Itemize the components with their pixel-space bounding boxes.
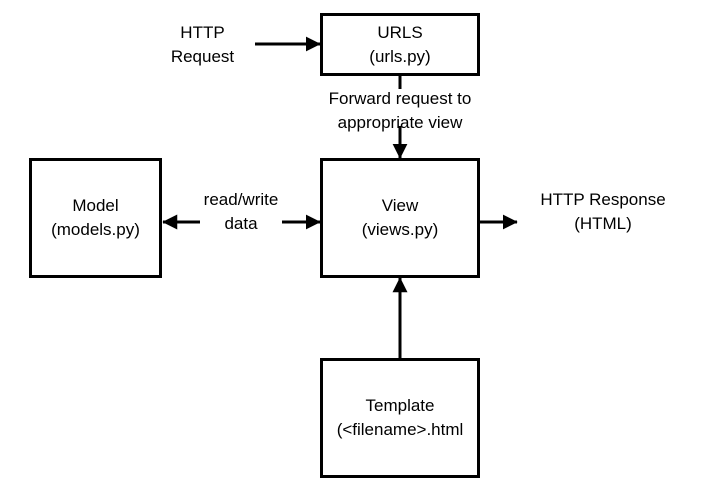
node-model-title: Model [72,196,119,215]
node-urls-file: (urls.py) [369,46,431,66]
node-model[interactable]: Model (models.py) [29,158,162,278]
node-view[interactable]: View (views.py) [320,158,480,278]
label-read-write-data: read/write data [203,190,279,233]
node-view-file: (views.py) [361,220,439,239]
label-http-request: HTTP Request [170,23,235,66]
node-template-file: (<filename>.html [336,420,464,439]
node-model-file: (models.py) [51,220,140,239]
node-view-title: View [381,196,419,215]
node-template[interactable]: Template (<filename>.html [320,358,480,478]
label-http-response: HTTP Response (HTML) [540,190,666,233]
label-forward-request: Forward request to appropriate view [328,89,472,132]
node-template-title: Template [365,396,435,415]
node-urls[interactable]: URLS (urls.py) [320,13,480,76]
node-urls-title: URLS [377,22,423,42]
